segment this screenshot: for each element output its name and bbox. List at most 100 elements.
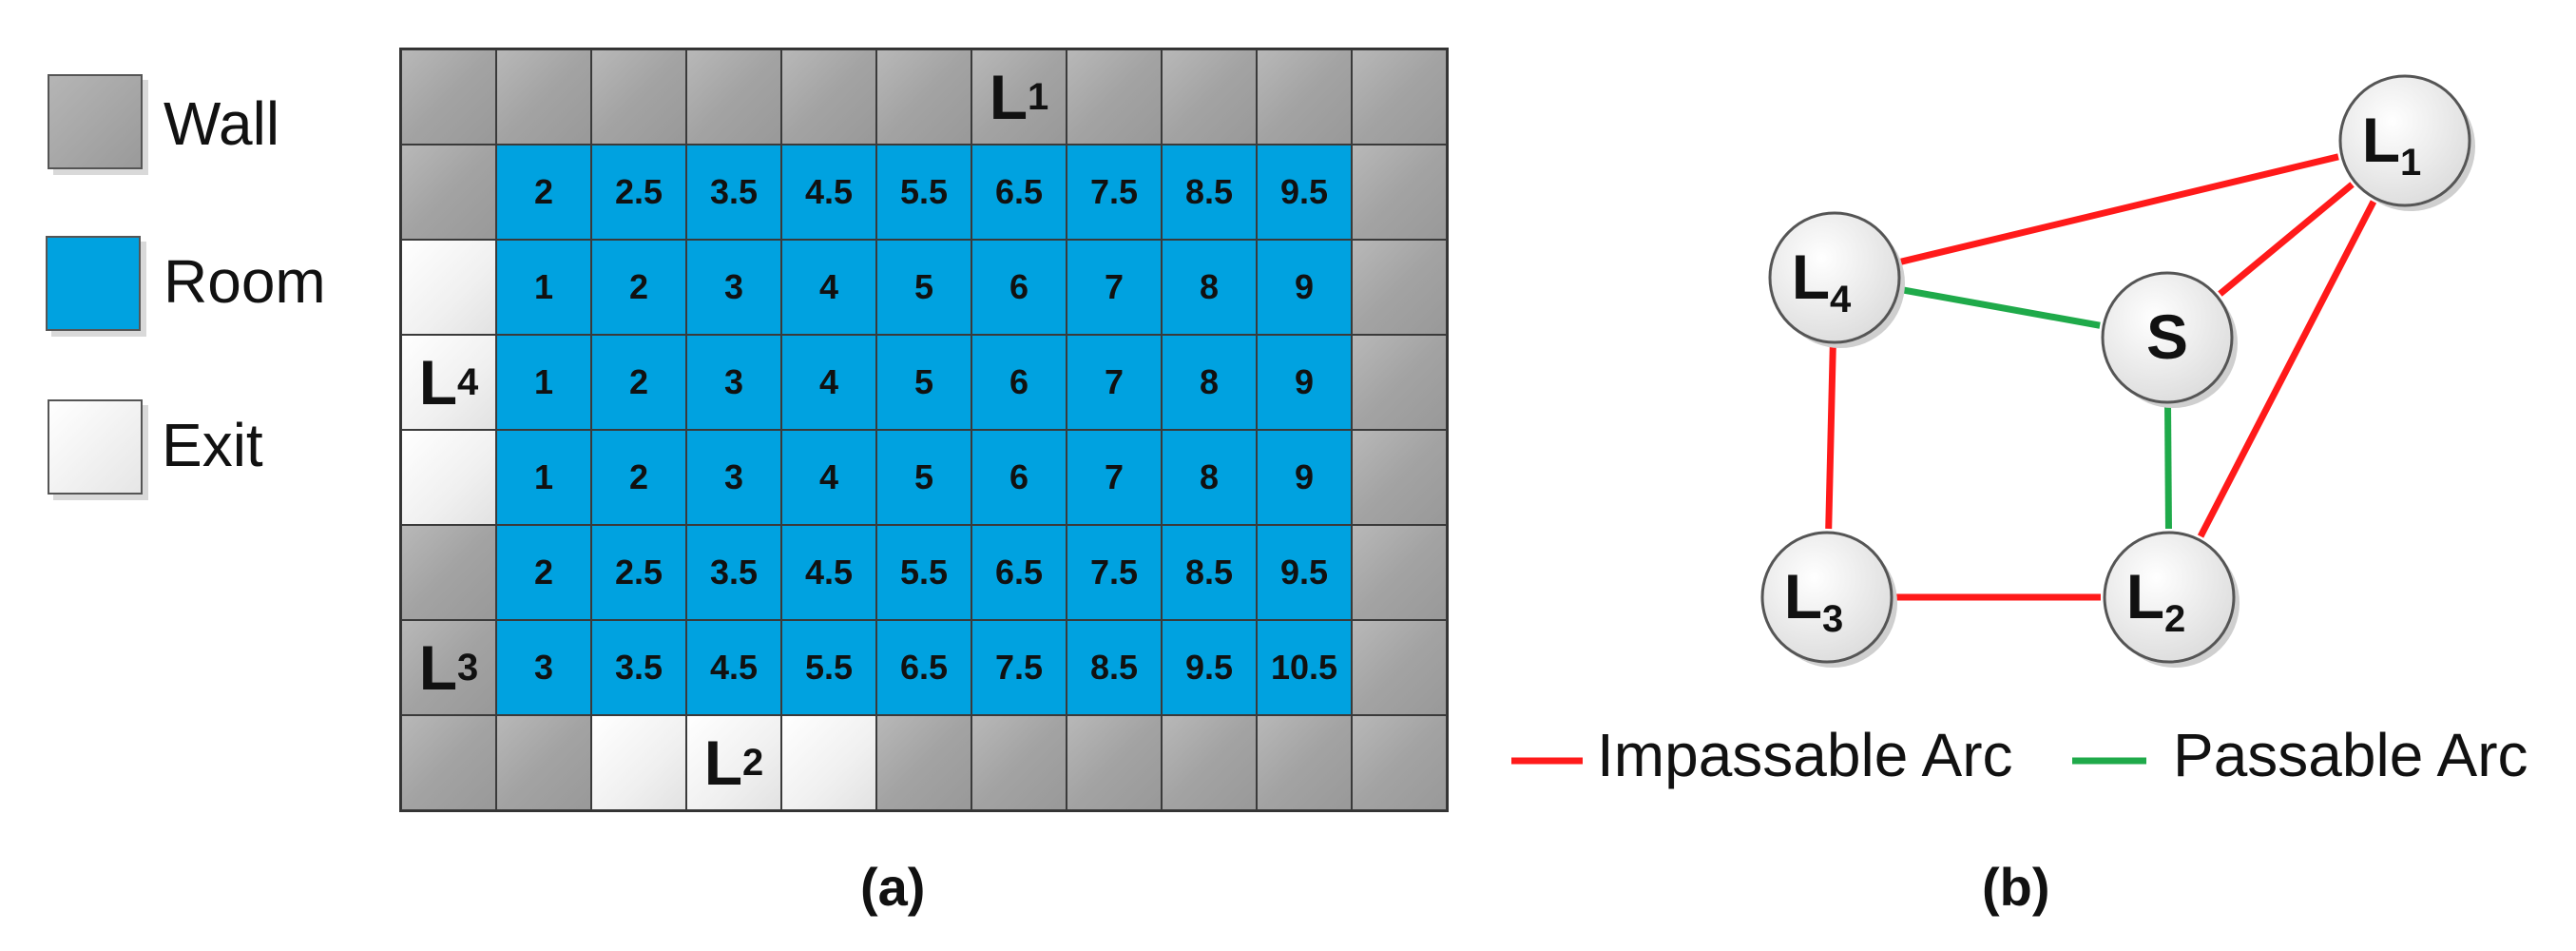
room-cell: 2 (591, 430, 686, 525)
wall-cell (1257, 715, 1352, 810)
legend-room-swatch (46, 236, 141, 331)
room-cell: 2.5 (591, 525, 686, 620)
room-cell: 5 (876, 430, 971, 525)
wall-cell (1352, 525, 1447, 620)
exit-cell (781, 715, 876, 810)
legend-exit-swatch (48, 399, 143, 495)
wall-cell (1352, 620, 1447, 715)
room-cell: 2.5 (591, 145, 686, 240)
room-cell: 7 (1067, 430, 1162, 525)
room-cell: 8 (1162, 335, 1257, 430)
wall-cell (1352, 430, 1447, 525)
node-label-L3: L3 (1784, 561, 1844, 640)
wall-cell (496, 49, 591, 145)
room-cell: 4 (781, 240, 876, 335)
room-cell: 8 (1162, 240, 1257, 335)
room-cell: 4.5 (781, 525, 876, 620)
room-cell: 4 (781, 430, 876, 525)
room-cell: 6.5 (971, 525, 1067, 620)
wall-cell (876, 49, 971, 145)
room-cell: 5 (876, 335, 971, 430)
room-cell: 9.5 (1257, 525, 1352, 620)
room-cell: 6 (971, 335, 1067, 430)
room-cell: 1 (496, 240, 591, 335)
room-cell: 8.5 (1162, 525, 1257, 620)
wall-cell (1352, 49, 1447, 145)
room-cell: 1 (496, 335, 591, 430)
wall-cell (1162, 49, 1257, 145)
room-cell: 7.5 (1067, 145, 1162, 240)
passable-arc-S-L2 (2164, 405, 2172, 530)
room-cell: 7.5 (971, 620, 1067, 715)
wall-cell (401, 525, 496, 620)
room-cell: 6.5 (876, 620, 971, 715)
node-L4: L4 (1768, 211, 1905, 348)
wall-cell (686, 49, 781, 145)
room-cell: 2 (591, 240, 686, 335)
wall-cell (876, 715, 971, 810)
room-cell: 8.5 (1067, 620, 1162, 715)
room-cell: 5.5 (876, 525, 971, 620)
caption-b: (b) (1982, 857, 2050, 917)
room-cell: 3 (686, 430, 781, 525)
wall-cell (401, 49, 496, 145)
room-cell: 2 (496, 145, 591, 240)
wall-cell (401, 715, 496, 810)
node-L2: L2 (2103, 531, 2240, 668)
caption-a: (a) (860, 857, 926, 917)
node-label-L2: L2 (2126, 561, 2186, 640)
room-cell: 3 (686, 240, 781, 335)
room-cell: 9 (1257, 335, 1352, 430)
room-cell: 1 (496, 430, 591, 525)
room-cell: 5.5 (876, 145, 971, 240)
passable-legend-label: Passable Arc (2173, 721, 2528, 789)
room-cell: 2 (591, 335, 686, 430)
wall-cell (781, 49, 876, 145)
wall-cell (1352, 240, 1447, 335)
room-cell: 6 (971, 240, 1067, 335)
exit-cell (401, 240, 496, 335)
room-cell: 9.5 (1162, 620, 1257, 715)
impassable-arc-L4-L1 (1900, 153, 2339, 265)
node-S: S (2101, 271, 2238, 408)
wall-cell (1352, 145, 1447, 240)
wall-cell (1162, 715, 1257, 810)
node-label-S: S (2146, 301, 2188, 372)
legend-wall-label: Wall (163, 89, 280, 158)
wall-cell (401, 145, 496, 240)
exit-cell (401, 430, 496, 525)
wall-cell (591, 49, 686, 145)
room-cell: 3.5 (686, 145, 781, 240)
room-cell: 4.5 (686, 620, 781, 715)
wall-cell (1067, 49, 1162, 145)
wall-cell (971, 715, 1067, 810)
room-cell: 2 (496, 525, 591, 620)
room-cell: 7.5 (1067, 525, 1162, 620)
wall-cell (1067, 715, 1162, 810)
room-cell: 3 (686, 335, 781, 430)
room-cell: 4.5 (781, 145, 876, 240)
legend-exit-label: Exit (162, 411, 263, 479)
room-cell: 8 (1162, 430, 1257, 525)
wall-cell (1352, 335, 1447, 430)
legend-room-label: Room (163, 247, 326, 316)
room-cell: 7 (1067, 335, 1162, 430)
wall-cell (1352, 715, 1447, 810)
impassable-arc-L4-L3 (1825, 345, 1836, 530)
passable-arc-L4-S (1901, 286, 2101, 329)
room-cell: 8.5 (1162, 145, 1257, 240)
room-cell: 4 (781, 335, 876, 430)
room-cell: 7 (1067, 240, 1162, 335)
exit-cell (591, 715, 686, 810)
room-cell: 9 (1257, 240, 1352, 335)
wall-cell (496, 715, 591, 810)
room-cell: 3 (496, 620, 591, 715)
room-cell: 5.5 (781, 620, 876, 715)
